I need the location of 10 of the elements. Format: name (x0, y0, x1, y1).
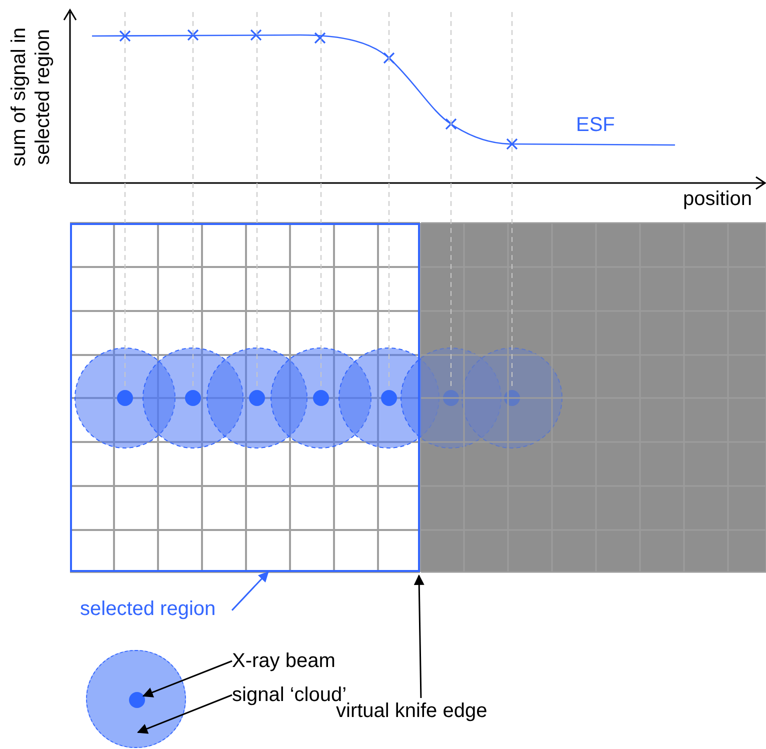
selected-region-box (70, 223, 420, 572)
arrow (231, 571, 269, 611)
curve-label: ESF (576, 113, 615, 138)
annotation-text: X-ray beam (232, 649, 336, 674)
arrow (142, 660, 232, 698)
annotation-text: selected region (80, 597, 217, 622)
axis-title: position (683, 187, 752, 212)
axis-title: sum of signal in selected region (7, 26, 55, 168)
arrow (414, 574, 424, 698)
arrow (137, 694, 232, 734)
